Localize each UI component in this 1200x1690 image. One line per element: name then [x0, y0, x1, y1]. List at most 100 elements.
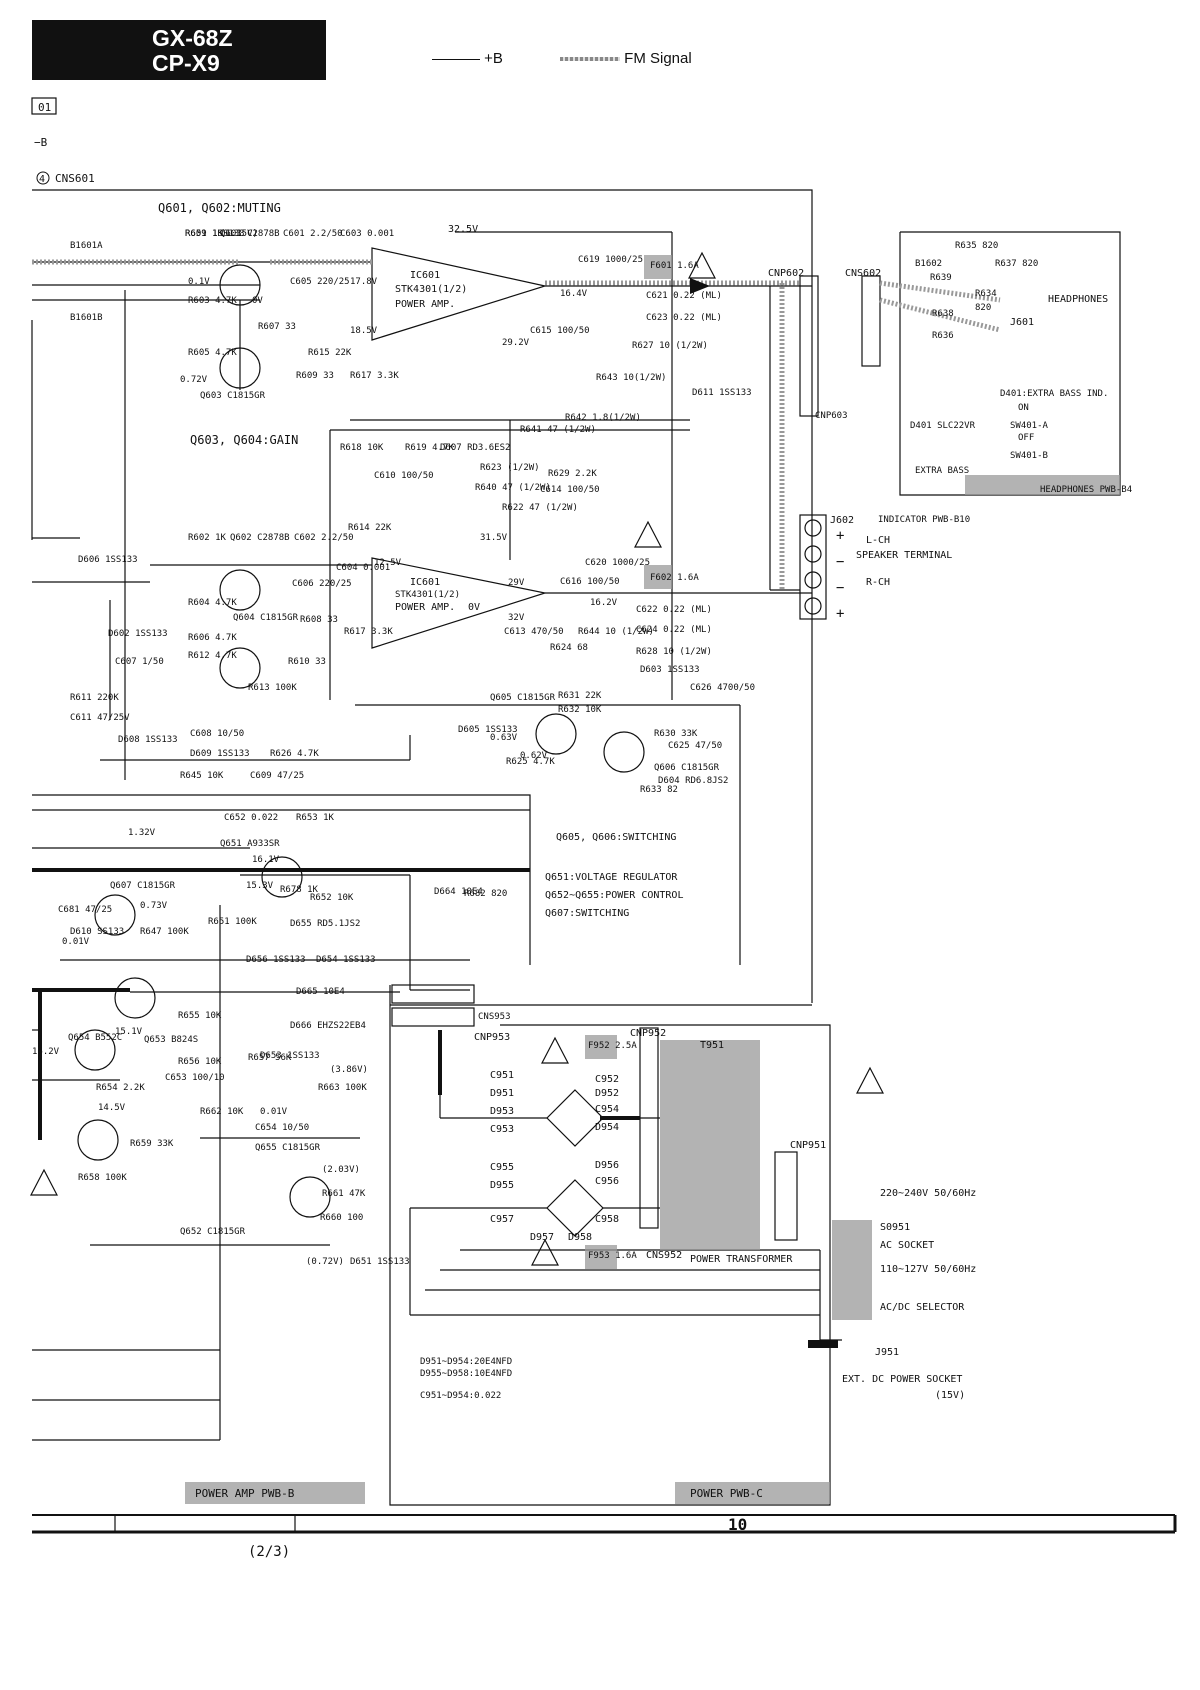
pw-d952: D952 [595, 1088, 619, 1099]
warning-triangle-6 [30, 1168, 58, 1196]
pw-ac-rating-1: 220~240V 50/60Hz [880, 1188, 976, 1199]
component-label: C603 0.001 [340, 229, 394, 239]
ind-r635: R635 820 [955, 241, 998, 251]
component-label: D656 1SS133 [246, 955, 306, 965]
pw-ac-socket: AC SOCKET [880, 1240, 934, 1251]
component-label: 0.01V [260, 1107, 288, 1117]
cnp952-label: CNP952 [630, 1028, 666, 1039]
pw-c952: C952 [595, 1074, 619, 1085]
component-label: 16.2V [590, 598, 618, 608]
component-label: R678 1K [280, 885, 319, 895]
component-label: Q602 C2878B [230, 533, 290, 543]
component-label: C622 0.22 (ML) [636, 605, 712, 615]
component-label: 15.3V [246, 881, 274, 891]
component-label: F601 1.6A [650, 261, 699, 271]
warning-triangle-5 [531, 1238, 559, 1266]
section-switching-q607: Q607:SWITCHING [545, 908, 629, 919]
component-label: D610 SS133 [70, 927, 124, 937]
pw-ac-rating-2: 110~127V 50/60Hz [880, 1264, 976, 1275]
component-label: R657 56K [248, 1053, 292, 1063]
dc-socket-plug [808, 1340, 838, 1348]
ind-sw-b: SW401-B [1010, 451, 1048, 461]
ind-d401-label: D401:EXTRA BASS IND. [1000, 389, 1108, 399]
ind-pwb-indicator: INDICATOR PWB-B10 [878, 515, 970, 525]
power-control-frame [32, 794, 531, 965]
cnp951-label: CNP951 [790, 1140, 826, 1151]
component-label: (1.35V) [220, 229, 258, 239]
ic601b-shape [371, 557, 548, 649]
component-label: R658 100K [78, 1173, 127, 1183]
component-label: R659 33K [130, 1139, 174, 1149]
component-label: Q601 C2878B [220, 229, 280, 239]
fuse-f952-shade [585, 1035, 617, 1059]
component-label: R611 220K [70, 693, 119, 703]
ic601a-shape [371, 247, 548, 341]
component-label: R661 47K [322, 1189, 366, 1199]
ic601a-ref: IC601 [410, 270, 440, 281]
component-label: 0.73V [140, 901, 168, 911]
pw-selector: AC/DC SELECTOR [880, 1302, 965, 1313]
component-label: R644 10 (1/2W) [578, 627, 654, 637]
component-label: B1601A [70, 241, 103, 251]
spk-plus-2: + [836, 606, 844, 622]
section-regulator: Q651:VOLTAGE REGULATOR [545, 872, 678, 883]
cns953-connector [391, 984, 475, 1004]
component-label: R626 4.7K [270, 749, 319, 759]
model-line-1: GX-68Z [152, 25, 233, 51]
component-label: R628 10 (1/2W) [636, 647, 712, 657]
component-label: (3.86V) [330, 1065, 368, 1075]
component-label: R653 1K [296, 813, 335, 823]
ind-r637: R637 820 [995, 259, 1038, 269]
pw-dc-volt: (15V) [935, 1390, 965, 1401]
component-label: R627 10 (1/2W) [632, 341, 708, 351]
ic601a-vcc: 32.5V [448, 224, 478, 235]
component-label: C602 2.2/50 [294, 533, 354, 543]
component-label: C625 47/50 [668, 741, 722, 751]
component-label: 29.2V [502, 338, 530, 348]
component-label: 0.01V [62, 937, 90, 947]
warning-triangle-4 [856, 1066, 884, 1094]
ic601a-type: POWER AMP. [395, 299, 455, 310]
pw-c957: C957 [490, 1214, 514, 1225]
component-label: 0.63V [490, 733, 518, 743]
cns601-num: 4 [39, 174, 45, 185]
component-label: R660 100 [320, 1213, 363, 1223]
component-label: C601 2.2/50 [283, 229, 343, 239]
component-label: R643 10(1/2W) [596, 373, 666, 383]
ic601b-part: STK4301(1/2) [395, 590, 460, 600]
pw-note-3: C951~D954:0.022 [420, 1391, 501, 1401]
component-label: C609 47/25 [250, 771, 304, 781]
component-label: R614 22K [348, 523, 392, 533]
component-label: C613 470/50 [504, 627, 564, 637]
ic601b-ref: IC601 [410, 577, 440, 588]
component-label: 0.62V [520, 751, 548, 761]
section-power-control: Q652~Q655:POWER CONTROL [545, 890, 683, 901]
cns601-label: CNS601 [55, 172, 95, 185]
ind-r636: R636 [932, 331, 954, 341]
component-label: C606 220/25 [292, 579, 352, 589]
component-label: D608 1SS133 [118, 735, 178, 745]
component-label: R604 4.7K [188, 598, 237, 608]
component-label: D609 1SS133 [190, 749, 250, 759]
component-label: R651 100K [208, 917, 257, 927]
component-label: R642 1.8(1/2W) [565, 413, 641, 423]
component-label: Q607 C1815GR [110, 881, 176, 891]
component-label: R608 33 [300, 615, 338, 625]
component-label: D666 EHZS22EB4 [290, 1021, 366, 1031]
component-label: 18.5V [350, 326, 378, 336]
model-line-2: CP-X9 [152, 50, 220, 76]
component-label: D651 1SS133 [350, 1257, 410, 1267]
cnp602-label: CNP602 [768, 268, 804, 279]
component-label: D607 RD3.6ES2 [440, 443, 510, 453]
component-label: R645 10K [180, 771, 224, 781]
component-label: B1601B [70, 313, 103, 323]
left-ref-box [31, 97, 57, 115]
component-label: R629 2.2K [548, 469, 597, 479]
fuse-f601-shade [644, 255, 672, 279]
component-label: R662 10K [200, 1107, 244, 1117]
component-label: C616 100/50 [560, 577, 620, 587]
component-label: C623 0.22 (ML) [646, 313, 722, 323]
component-label: 1.32V [128, 828, 156, 838]
